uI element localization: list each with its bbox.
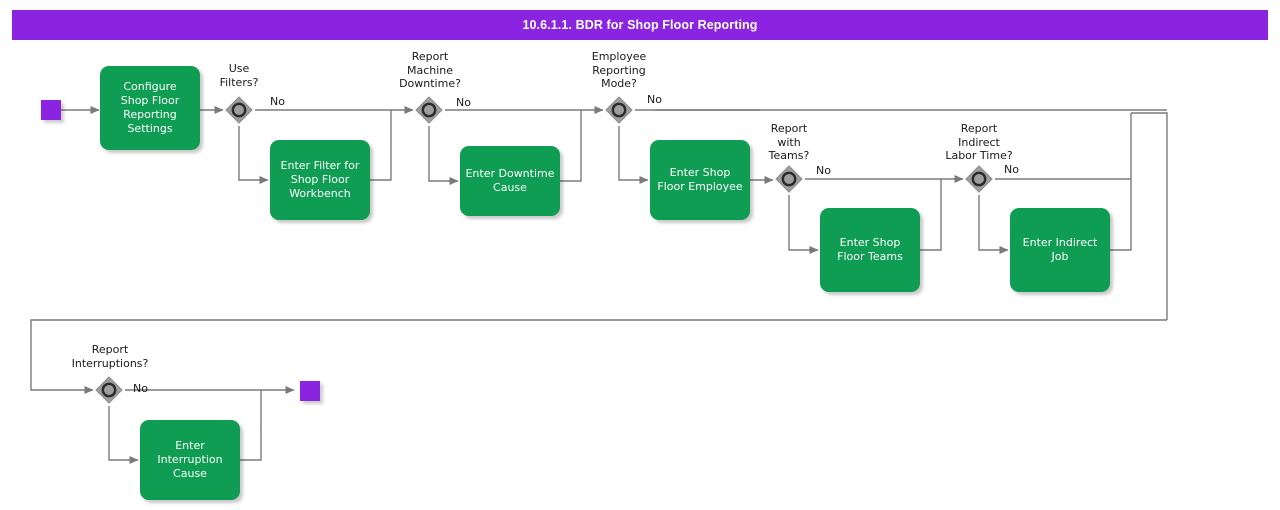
flow-label-no-use-filters: No [270, 95, 285, 108]
task-enter-shop-floor-employee[interactable]: Enter Shop Floor Employee [650, 140, 750, 220]
task-enter-downtime-cause[interactable]: Enter Downtime Cause [460, 146, 560, 216]
gateway-label-use-filters: Use Filters? [219, 62, 259, 89]
flow-label-no-report-interruptions: No [133, 382, 148, 395]
start-event[interactable] [41, 100, 61, 120]
gateway-label-report-with-teams: Report with Teams? [768, 122, 810, 162]
task-enter-filter-for-shop-floor-workbench[interactable]: Enter Filter for Shop Floor Workbench [270, 140, 370, 220]
task-enter-shop-floor-teams[interactable]: Enter Shop Floor Teams [820, 208, 920, 292]
gateway-label-report-machine-downtime: Report Machine Downtime? [399, 50, 461, 90]
gateway-use-filters[interactable] [224, 95, 254, 125]
flow-label-no-report-indirect-labor-time: No [1004, 163, 1019, 176]
task-enter-indirect-job[interactable]: Enter Indirect Job [1010, 208, 1110, 292]
task-enter-interruption-cause[interactable]: Enter Interruption Cause [140, 420, 240, 500]
end-event[interactable] [300, 381, 320, 401]
gateway-report-indirect-labor-time[interactable] [964, 164, 994, 194]
flow-label-no-employee-reporting-mode: No [647, 93, 662, 106]
flow-label-no-report-machine-downtime: No [456, 96, 471, 109]
gateway-label-report-interruptions: Report Interruptions? [71, 343, 149, 370]
gateway-employee-reporting-mode[interactable] [604, 95, 634, 125]
gateway-report-interruptions[interactable] [94, 375, 124, 405]
gateway-report-with-teams[interactable] [774, 164, 804, 194]
gateway-label-employee-reporting-mode: Employee Reporting Mode? [591, 50, 647, 90]
flow-label-no-report-with-teams: No [816, 164, 831, 177]
page-title: 10.6.1.1. BDR for Shop Floor Reporting [12, 10, 1268, 40]
task-configure-shop-floor-reporting-settings[interactable]: Configure Shop Floor Reporting Settings [100, 66, 200, 150]
gateway-label-report-indirect-labor-time: Report Indirect Labor Time? [945, 122, 1013, 162]
gateway-report-machine-downtime[interactable] [414, 95, 444, 125]
